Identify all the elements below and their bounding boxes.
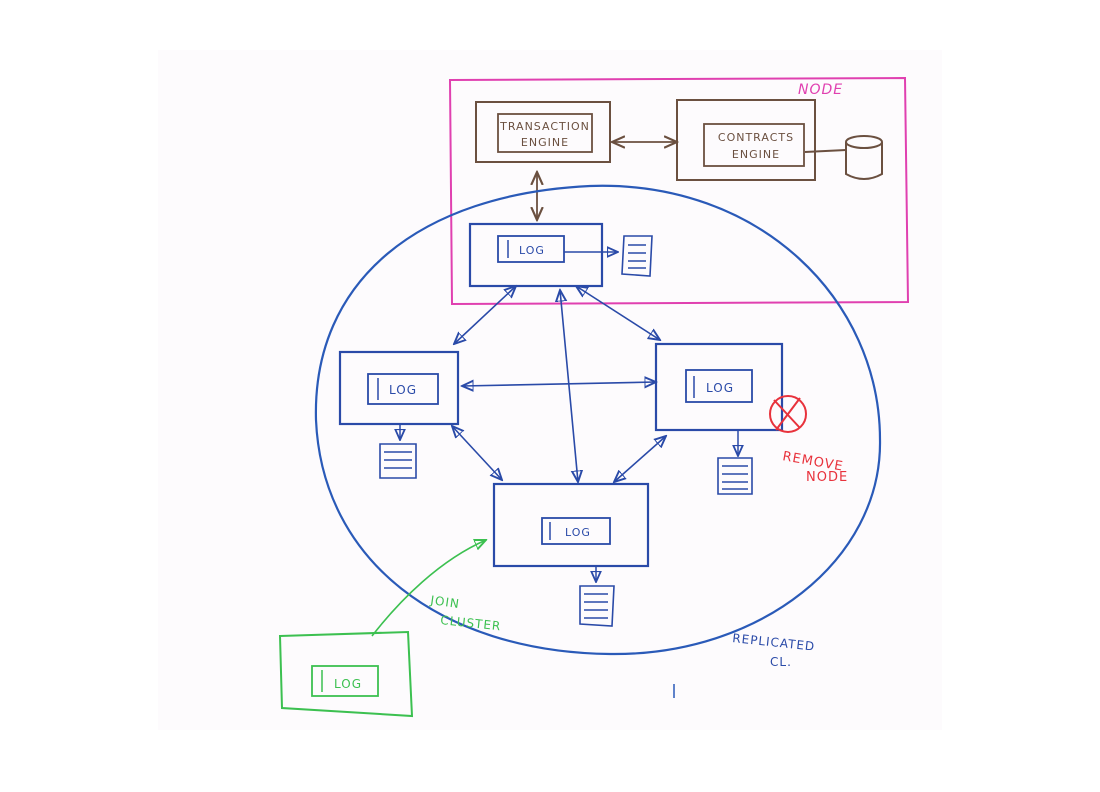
log-joining-label: LOG [334,677,362,691]
cluster-links [452,286,666,482]
transaction-engine-line2: ENGINE [521,136,569,149]
log-node-joining: LOG [278,630,414,718]
database-icon [804,135,883,180]
log-top-label: LOG [519,244,545,257]
log-node-bottom: LOG [492,482,650,627]
log-file-icon [379,443,417,479]
contracts-engine: CONTRACTS ENGINE [676,99,816,181]
contracts-engine-line1: CONTRACTS [718,131,794,144]
log-file-icon [579,585,615,627]
log-file-icon [621,235,653,277]
join-label-line2: CLUSTER [440,613,502,633]
replicated-label-line2: CL. [770,655,792,669]
transaction-engine-line1: TRANSACTION [499,120,590,133]
log-file-icon [717,457,753,495]
node-box: NODE [448,76,910,306]
join-label-line1: JOIN [429,593,461,611]
transaction-engine: TRANSACTION ENGINE [475,101,611,163]
replicated-cluster-circle [314,184,882,656]
log-left-label: LOG [389,383,417,397]
log-node-top: LOG [468,222,653,288]
node-label: NODE [798,82,843,98]
log-node-left: LOG [338,350,460,479]
contracts-engine-line2: ENGINE [732,148,780,161]
log-bottom-label: LOG [565,526,591,539]
log-right-label: LOG [706,381,734,395]
remove-x-icon [769,395,807,433]
join-cluster-annotation: JOIN CLUSTER [371,540,502,637]
remove-label-line2: NODE [806,470,848,485]
